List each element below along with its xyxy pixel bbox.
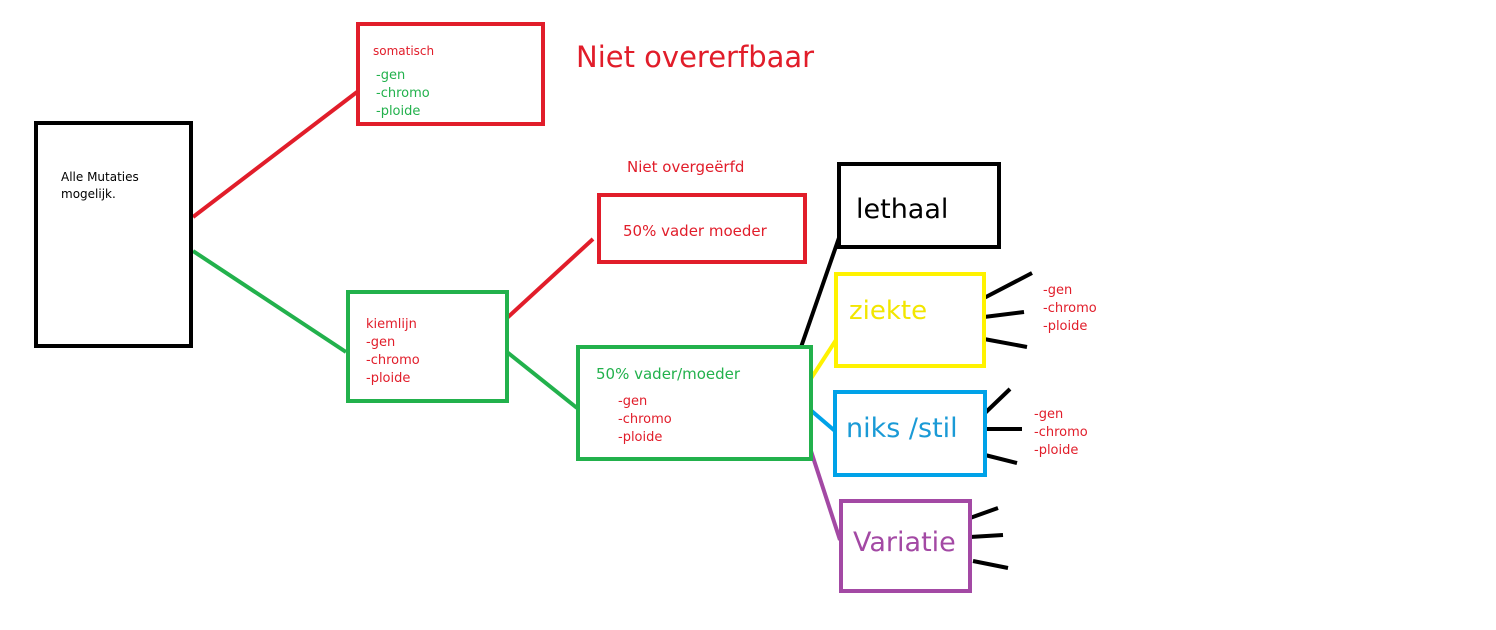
ziekte-item-chromo: -chromo (1043, 301, 1097, 316)
root-label-line2: mogelijk. (61, 187, 116, 201)
kiemlijn-box: kiemlijn -gen -chromo -ploide (346, 290, 509, 403)
vader-moeder-item-chromo: -chromo (618, 412, 672, 427)
variatie-label: Variatie (853, 527, 956, 558)
tick-variatie-2 (969, 533, 1004, 539)
kiemlijn-item-chromo: -chromo (366, 353, 420, 368)
niet-overgeerfd-box-text: 50% vader moeder (623, 222, 767, 240)
ziekte-label: ziekte (849, 296, 928, 326)
kiemlijn-title: kiemlijn (366, 317, 417, 332)
niks-stil-list: -gen -chromo -ploide (1034, 406, 1088, 460)
connector-kiemlijn-niet-overgeerfd (505, 237, 595, 320)
lethaal-box: lethaal (837, 162, 1001, 249)
somatisch-item-ploide: -ploide (376, 104, 421, 119)
ziekte-box: ziekte (834, 272, 986, 368)
root-box: Alle Mutaties mogelijk. (34, 121, 193, 348)
vader-moeder-title: 50% vader/moeder (596, 365, 741, 383)
connector-vader-moeder-ziekte (808, 338, 838, 382)
ziekte-item-gen: -gen (1043, 283, 1073, 298)
variatie-box: Variatie (839, 499, 972, 593)
vader-moeder-box: 50% vader/moeder -gen -chromo -ploide (576, 345, 813, 461)
tick-ziekte-3 (983, 337, 1028, 349)
somatisch-list: -gen -chromo -ploide (376, 67, 430, 121)
niks-stil-box: niks /stil (833, 390, 987, 477)
connector-root-somatisch (191, 90, 359, 219)
niet-overgeerfd-box: 50% vader moeder (597, 193, 807, 264)
tick-ziekte-2 (983, 310, 1025, 319)
kiemlijn-item-gen: -gen (366, 335, 396, 350)
vader-moeder-list: -gen -chromo -ploide (618, 393, 672, 447)
ziekte-item-ploide: -ploide (1043, 319, 1088, 334)
niet-overgeerfd-label: Niet overgeërfd (627, 158, 745, 176)
tick-variatie-1 (969, 506, 999, 520)
somatisch-item-gen: -gen (376, 68, 406, 83)
lethaal-label: lethaal (856, 194, 949, 225)
niks-stil-item-chromo: -chromo (1034, 425, 1088, 440)
kiemlijn-list: kiemlijn -gen -chromo -ploide (366, 316, 420, 388)
tick-niks-stil-3 (984, 453, 1018, 465)
niks-stil-label: niks /stil (846, 413, 958, 444)
connector-root-kiemlijn (191, 249, 348, 354)
tick-ziekte-1 (983, 271, 1033, 300)
niks-stil-item-gen: -gen (1034, 407, 1064, 422)
ziekte-list: -gen -chromo -ploide (1043, 282, 1097, 336)
vader-moeder-item-gen: -gen (618, 394, 648, 409)
root-label-line1: Alle Mutaties (61, 170, 139, 184)
tick-niks-stil-1 (983, 387, 1012, 415)
connector-kiemlijn-vader-moeder (505, 350, 579, 410)
niet-overerfbaar-label: Niet overerfbaar (576, 40, 815, 74)
tick-variatie-3 (972, 559, 1009, 570)
somatisch-title: somatisch (373, 44, 435, 58)
somatisch-box: somatisch -gen -chromo -ploide (356, 22, 545, 126)
connector-vader-moeder-variatie (808, 447, 842, 541)
niks-stil-item-ploide: -ploide (1034, 443, 1079, 458)
connector-vader-moeder-lethaal (798, 231, 843, 351)
vader-moeder-item-ploide: -ploide (618, 430, 663, 445)
kiemlijn-item-ploide: -ploide (366, 371, 411, 386)
somatisch-item-chromo: -chromo (376, 86, 430, 101)
